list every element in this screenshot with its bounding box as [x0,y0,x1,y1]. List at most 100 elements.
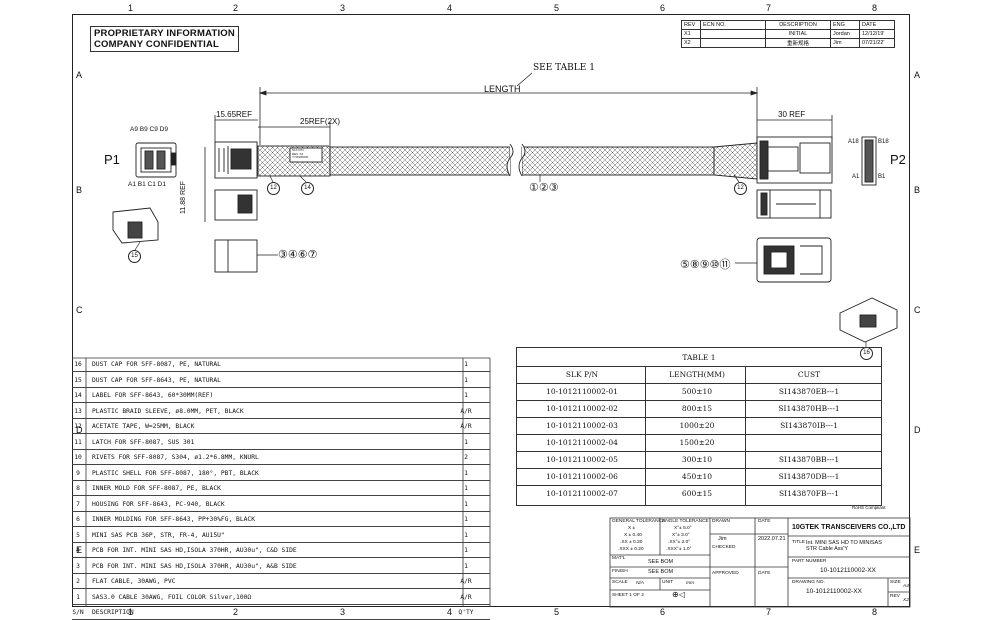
bom-item-description: LABEL FOR SFF-8643, 60*30MM(REF) [92,392,214,399]
bom-item-number: 13 [74,407,82,415]
table1-cell: 600±15 [681,489,713,498]
approved-date-label: DATE [758,571,771,576]
date-label: DATE [758,519,771,524]
zone-col-1: 1 [128,3,134,13]
bom-item-qty: 1 [464,392,468,399]
table1-row: 10-1012110002-04 1500±20 [517,434,881,451]
bom-item-description: ACETATE TAPE, W=25MM, BLACK [92,423,195,430]
p1-label: P1 [104,152,120,167]
table1-cell: 10-1012110002-02 [546,404,618,413]
drawn-by: Jim [718,536,727,542]
zone-row-C: C [76,305,83,315]
bom-item-qty: Q'TY [458,609,474,616]
zone-row-E: E [914,545,921,555]
cable-label-text: SLK P/N REV. X2 YYWW0000 [292,148,309,160]
zone-col-5: 5 [554,3,560,13]
table1-cell: SI143870HB---1 [778,404,840,413]
bom-item-number: 12 [74,423,82,430]
table1-cell: SLK P/N [565,370,599,379]
bom-item-qty: A/R [460,593,472,601]
bom-item-number: 9 [76,469,80,477]
bom-item-number: 2 [76,578,80,585]
p2-pin-b1: B1 [878,174,886,180]
checked-label: CHECKED [712,545,736,550]
callout-3-4-6-7: ③④⑥⑦ [278,249,318,261]
bom-item-description: LATCH FOR SFF-8087, SUS 301 [92,438,195,446]
gen-tol-4: .XXX ± 0.20 [618,547,644,552]
bom-item-description: RIVETS FOR SFF-8087, S304, ø1.2*6.8MM, K… [92,454,259,461]
callout-12-left: 12 [267,182,280,195]
general-tolerance-label: GENERAL TOLERANCE [612,519,666,524]
bom-item-description: DUST CAP FOR SFF-8643, PE, NATURAL [92,376,221,384]
drawing-border [72,14,910,607]
zone-row-D: D [914,425,921,435]
proprietary-line-1: PROPRIETARY INFORMATION [94,28,235,39]
bom-item-description: INNER MOLD FOR SFF-8087, PE, BLACK [92,485,221,492]
bom-item-number: 4 [76,547,80,554]
angle-tolerance-label: ANGLE TOLERANCE [662,519,709,524]
bom-item-number: S/N [72,609,84,616]
table1-col-divider [745,366,746,505]
drawn-label: DRAWN [712,519,730,524]
table1-cell: 1500±20 [679,438,715,447]
bom-item-number: 8 [76,485,80,492]
zone-col-3: 3 [340,3,346,13]
table1-cell: 450±10 [681,472,713,481]
bom-item-qty: 1 [464,376,468,384]
bom-item-qty: 1 [464,361,468,368]
drawn-date: 2022.07.21 [758,536,786,542]
zone-row-B: B [914,185,921,195]
p2-pin-b18: B18 [878,139,889,145]
dim-11-88: 11.88 REF [180,181,187,214]
bom-item-number: 3 [76,562,80,570]
bom-item-qty: 1 [464,531,468,539]
zone-col-7: 7 [766,3,772,13]
ang-tol-3: .XX°± 2.0° [668,540,691,545]
zone-col-7: 7 [766,607,772,617]
table1-cell: 10-1012110002-01 [546,387,618,396]
table1-cell: SI143870BB---1 [778,455,840,464]
ang-tol-4: .XXX°± 1.0° [666,547,692,552]
see-table-note: SEE TABLE 1 [533,63,595,73]
size-value: A4 [903,584,909,589]
bom-item-description: FLAT CABLE, 30AWG, PVC [92,578,176,585]
rev-value: X2 [903,598,909,603]
dim-30ref: 30 REF [778,110,806,119]
matl-value: SEE BOM [648,559,674,565]
table1-cell: CUST [797,370,821,379]
callout-15: 15 [128,250,141,263]
unit-value: mm [686,581,694,586]
table1-cell: 500±10 [681,387,713,396]
gen-tol-2: X ± 0.40 [624,533,642,538]
bom-item-description: DUST CAP FOR SFF-8087, PE, NATURAL [92,361,221,368]
bom-item-number: 10 [74,454,82,461]
bom-item-qty: 1 [464,469,468,477]
bom-item-description: MINI SAS PCB 36P, STR, FR-4, AU15U" [92,531,225,539]
table1-cell: 10-1012110002-03 [546,421,618,430]
bom-item-description: INNER MOLDING FOR SFF-8643, PP+30%FG, BL… [92,516,256,523]
table1-cell: SI143870FB---1 [779,489,839,498]
bom-item-description: SAS3.0 CABLE 30AWG, FOIL COLOR Silver,10… [92,593,252,601]
table1-cell: SI143870EB---1 [778,387,840,396]
table1-cell: 10-1012110002-04 [546,438,618,447]
projection-symbol: ⊕◁ [672,590,685,599]
scale-value: N/A [636,581,644,586]
bom-item-qty: 2 [464,454,468,461]
zone-row-D: D [76,425,83,435]
bom-item-qty: 1 [464,562,468,570]
ang-tol-1: X°± 5.0° [674,526,692,531]
zone-col-4: 4 [447,3,453,13]
bom-item-description: PCB FOR INT. MINI SAS HD,ISOLA 370HR, AU… [92,547,297,554]
zone-col-8: 8 [872,3,878,13]
bom-item-qty: 1 [464,485,468,492]
